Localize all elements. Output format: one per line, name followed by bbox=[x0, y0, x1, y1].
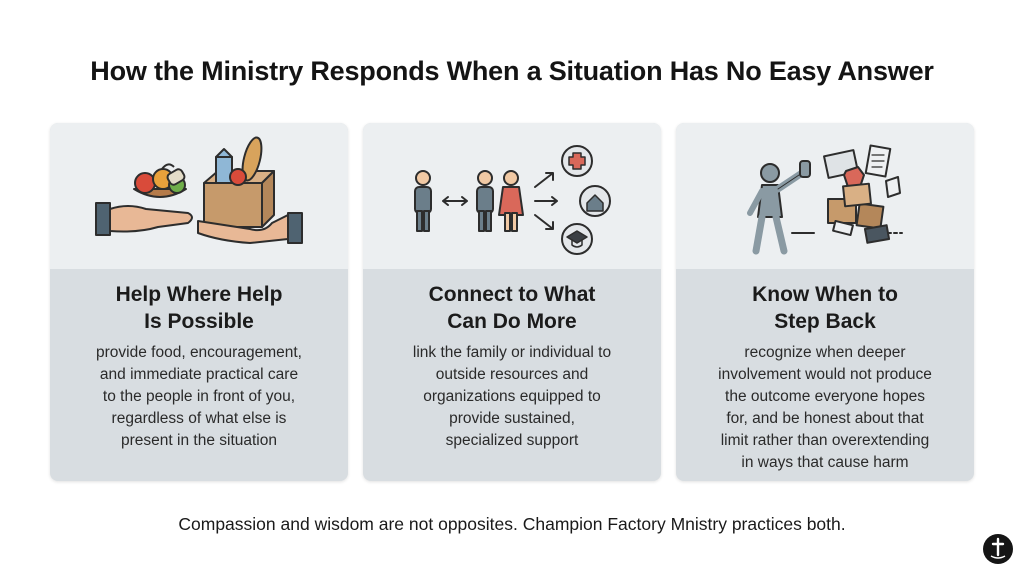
card-help: Help Where Help Is Possible provide food… bbox=[50, 123, 348, 481]
person-stop-hand-icon bbox=[747, 144, 903, 255]
card-illustration bbox=[676, 123, 974, 269]
card-illustration bbox=[363, 123, 661, 269]
footer-statement: Compassion and wisdom are not opposites.… bbox=[178, 514, 846, 534]
people-connect-resources-icon bbox=[414, 145, 611, 255]
card-heading: Help Where Help Is Possible bbox=[115, 283, 283, 333]
card-connect: Connect to What Can Do More link the fam… bbox=[363, 123, 661, 481]
card-illustration bbox=[50, 123, 348, 269]
page-title: How the Ministry Responds When a Situati… bbox=[90, 56, 934, 86]
ministry-logo-icon bbox=[983, 534, 1013, 564]
card-body: recognize when deeper involvement would … bbox=[718, 344, 932, 471]
card-body: provide food, encouragement, and immedia… bbox=[96, 344, 302, 449]
card-body: link the family or individual to outside… bbox=[412, 344, 612, 449]
hands-giving-food-icon bbox=[95, 136, 303, 244]
card-step-back: Know When to Step Back recognize when de… bbox=[676, 123, 974, 481]
card-heading: Connect to What Can Do More bbox=[428, 283, 596, 333]
card-heading: Know When to Step Back bbox=[752, 283, 898, 333]
